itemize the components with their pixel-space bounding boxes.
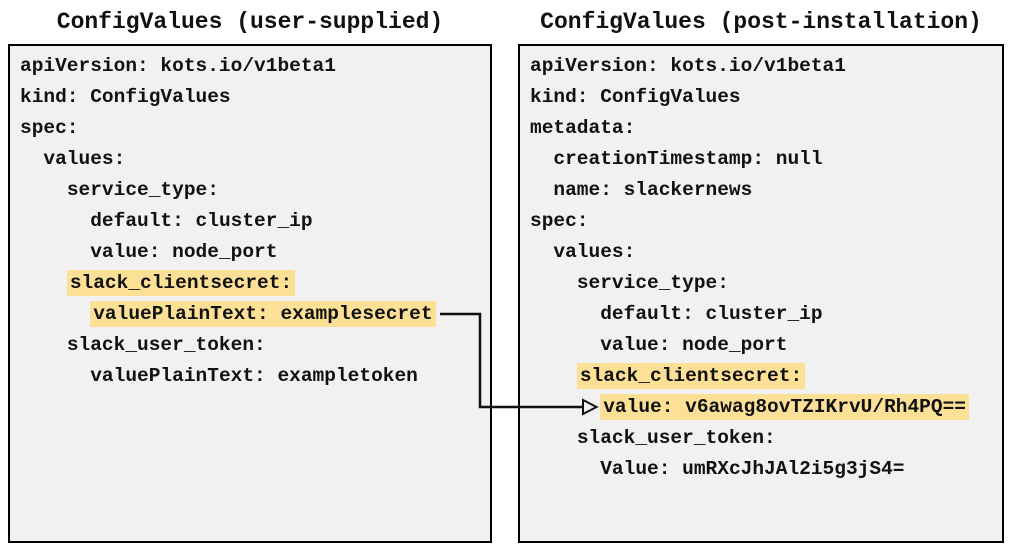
code-text: value: node_port [90,241,278,263]
code-text: kind: ConfigValues [530,86,741,108]
code-line: service_type: [530,268,1002,299]
indent [530,458,600,480]
indent [20,365,90,387]
code-line: kind: ConfigValues [20,82,490,113]
user-supplied-config-panel: apiVersion: kots.io/v1beta1 kind: Config… [8,44,492,543]
highlighted-code-text: slack_clientsecret: [576,363,806,389]
code-text: default: cluster_ip [90,210,313,232]
right-panel-title: ConfigValues (post-installation) [540,9,982,35]
code-text: slack_user_token: [66,334,266,356]
code-line: spec: [20,113,490,144]
code-text: spec: [20,117,79,139]
code-line: name: slackernews [530,175,1002,206]
indent [20,303,90,325]
indent [530,272,577,294]
indent [530,396,600,418]
code-line: values: [530,237,1002,268]
code-text: values: [553,241,636,263]
code-line-highlighted: slack_clientsecret: [20,268,490,299]
indent [530,427,577,449]
highlighted-code-text: valuePlainText: examplesecret [90,301,436,327]
code-line: valuePlainText: exampletoken [20,361,490,392]
left-panel-title: ConfigValues (user-supplied) [56,9,444,35]
code-text: valuePlainText: exampletoken [90,365,418,387]
code-text: value: node_port [600,334,788,356]
code-line: slack_user_token: [530,423,1002,454]
code-line: value: node_port [20,237,490,268]
highlighted-code-text: slack_clientsecret: [66,270,296,296]
indent [530,241,553,263]
indent [20,179,67,201]
code-line: service_type: [20,175,490,206]
code-line-highlighted: slack_clientsecret: [530,361,1002,392]
code-line: metadata: [530,113,1002,144]
code-text: metadata: [530,117,636,139]
code-line: default: cluster_ip [530,299,1002,330]
code-line: default: cluster_ip [20,206,490,237]
code-text: default: cluster_ip [600,303,823,325]
code-line: values: [20,144,490,175]
code-line: spec: [530,206,1002,237]
code-line: creationTimestamp: null [530,144,1002,175]
indent [530,334,600,356]
code-text: service_type: [66,179,219,201]
code-line-highlighted: value: v6awag8ovTZIKrvU/Rh4PQ== [530,392,1002,423]
code-line-highlighted: valuePlainText: examplesecret [20,299,490,330]
code-text: creationTimestamp: null [553,148,823,170]
code-text: service_type: [576,272,729,294]
indent [530,365,577,387]
post-installation-config-panel: apiVersion: kots.io/v1beta1 kind: Config… [518,44,1004,543]
code-line: Value: umRXcJhJAl2i5g3jS4= [530,454,1002,485]
indent [530,179,553,201]
code-line: apiVersion: kots.io/v1beta1 [530,51,1002,82]
indent [20,334,67,356]
code-text: apiVersion: kots.io/v1beta1 [530,55,846,77]
code-text: spec: [530,210,589,232]
indent [530,303,600,325]
code-text: slack_user_token: [576,427,776,449]
indent [20,210,90,232]
indent [20,148,43,170]
code-text: kind: ConfigValues [20,86,231,108]
code-text: apiVersion: kots.io/v1beta1 [20,55,336,77]
indent [20,272,67,294]
highlighted-code-text: value: v6awag8ovTZIKrvU/Rh4PQ== [600,394,969,420]
code-text: name: slackernews [553,179,753,201]
code-line: value: node_port [530,330,1002,361]
code-line: kind: ConfigValues [530,82,1002,113]
code-line: apiVersion: kots.io/v1beta1 [20,51,490,82]
indent [530,148,553,170]
indent [20,241,90,263]
code-line: slack_user_token: [20,330,490,361]
code-text: values: [43,148,126,170]
code-text: Value: umRXcJhJAl2i5g3jS4= [600,458,905,480]
